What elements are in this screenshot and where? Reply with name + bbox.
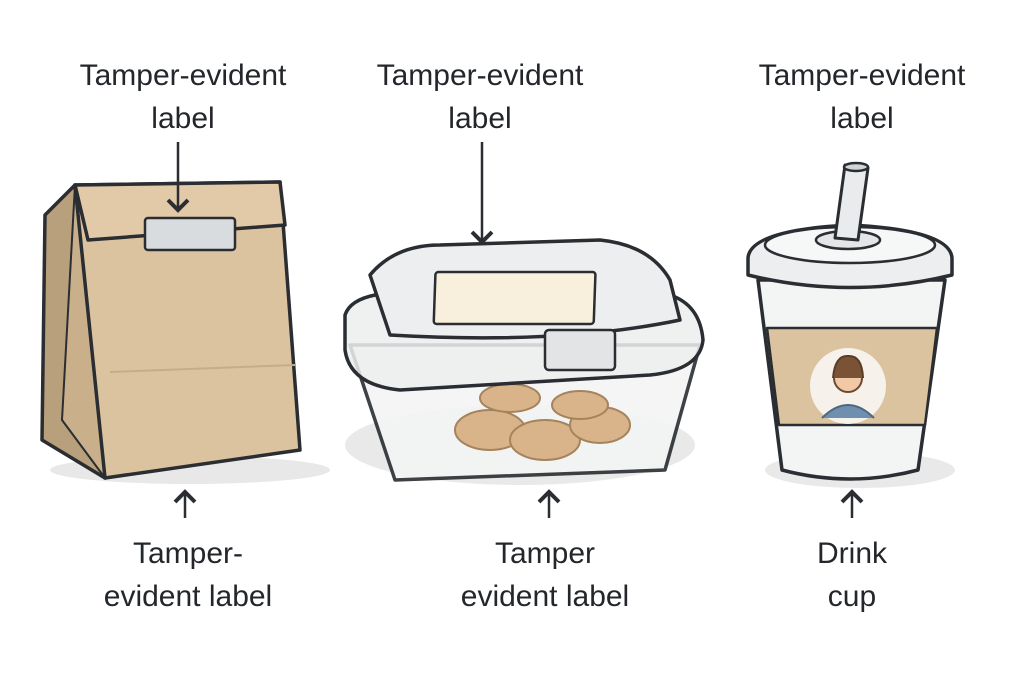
container-bottom-label: Tamper evident label	[461, 532, 629, 618]
container-top-label: Tamper-evident label	[377, 54, 584, 140]
cup-bottom-label: Drink cup	[817, 532, 887, 618]
label-line: Tamper-	[132, 537, 244, 570]
drink-cup	[746, 161, 954, 481]
tamper-label-sticker	[432, 270, 597, 326]
tamper-label-sticker	[143, 216, 237, 252]
clamshell-container	[343, 238, 705, 482]
bag-bottom-label: Tamper- evident label	[104, 532, 272, 618]
paper-bag	[40, 180, 302, 480]
cup-top-label: Tamper-evident label	[759, 54, 966, 140]
bag-top-label: Tamper-evident label	[80, 54, 287, 140]
label-line: evident label	[103, 580, 273, 613]
label-line: label	[151, 102, 215, 135]
label-line: Drink	[816, 537, 888, 570]
label-line: label	[830, 102, 894, 135]
label-line: label	[448, 102, 512, 135]
label-line: evident label	[460, 580, 630, 613]
label-line: Tamper-evident	[758, 59, 966, 92]
label-line: Tamper-evident	[376, 59, 584, 92]
label-line: Tamper-evident	[79, 59, 287, 92]
label-line: cup	[827, 580, 877, 613]
label-line: Tamper	[494, 537, 596, 570]
